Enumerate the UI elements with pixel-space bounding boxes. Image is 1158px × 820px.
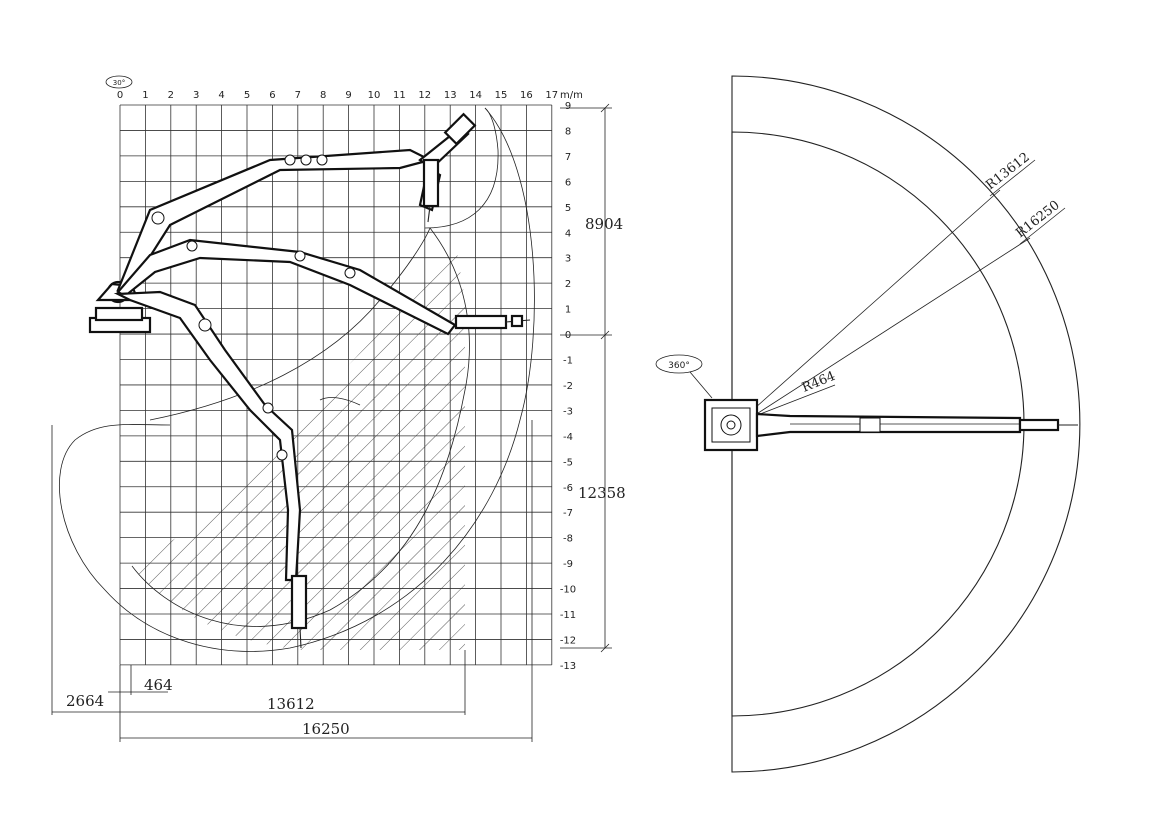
dim-height-above: 8904 [585, 215, 623, 233]
x-tick-label: 8 [320, 90, 326, 101]
outer-envelope-curve [58, 107, 535, 652]
boom-top [755, 412, 1078, 438]
y-tick-labels: 9 8 7 6 5 4 3 2 1 0 -1 -2 -3 -4 -5 -6 -7 -8 -9 -10 -11 -12 -13 [560, 101, 576, 672]
y-tick-label: 2 [565, 279, 571, 290]
rotation-badge-side [105, 75, 133, 89]
x-tick-label: 10 [368, 90, 381, 101]
x-tick-label: 6 [269, 90, 275, 101]
reach-zone-hatched [132, 240, 465, 650]
y-tick-label: 1 [565, 305, 571, 316]
rotation-badge-top [655, 354, 703, 374]
x-tick-label: 13 [444, 90, 457, 101]
upper-arc-curve [424, 107, 499, 229]
dim-2664: 2664 [66, 692, 104, 710]
dim-13612: 13612 [267, 695, 315, 713]
y-tick-label: -2 [563, 381, 573, 392]
y-tick-label: 8 [565, 126, 571, 137]
x-tick-label: 15 [495, 90, 508, 101]
y-tick-label: -5 [563, 457, 573, 468]
boom-horizontal [116, 238, 531, 336]
mid-arc-curve [149, 227, 431, 421]
vertical-dimensions [560, 103, 612, 653]
x-tick-label: 2 [168, 90, 174, 101]
x-unit-label: m/m [560, 90, 583, 101]
radius-r16250-line [754, 237, 1031, 416]
dim-464: 464 [144, 676, 173, 694]
y-tick-label: -12 [560, 635, 576, 646]
lower-small-curve [319, 397, 361, 406]
y-tick-label: 6 [565, 177, 571, 188]
y-tick-label: -10 [560, 585, 576, 596]
y-tick-label: 4 [565, 228, 571, 239]
x-tick-label: 14 [469, 90, 482, 101]
y-tick-label: 0 [565, 330, 571, 341]
top-view: R13612 R16250 R464 360° [655, 75, 1081, 773]
y-tick-label: -9 [563, 559, 573, 570]
x-tick-label: 7 [295, 90, 301, 101]
x-tick-label: 3 [193, 90, 199, 101]
boom-raised [116, 112, 477, 292]
outer-reach-arc [731, 75, 1081, 773]
y-tick-label: -6 [563, 483, 573, 494]
y-tick-label: -11 [560, 610, 576, 621]
boom-lowered [113, 290, 308, 649]
y-tick-label: 9 [565, 101, 571, 112]
rotation-badge-top-label: 360° [668, 361, 690, 371]
x-tick-label: 9 [345, 90, 351, 101]
y-tick-label: 5 [565, 203, 571, 214]
x-tick-label: 4 [218, 90, 224, 101]
y-tick-label: -13 [560, 661, 576, 672]
dim-depth-below: 12358 [578, 484, 626, 502]
x-tick-label: 17 [545, 90, 558, 101]
x-tick-label: 16 [520, 90, 533, 101]
x-tick-label: 12 [418, 90, 431, 101]
x-tick-label: 1 [142, 90, 148, 101]
y-tick-label: -8 [563, 534, 573, 545]
machine-base-top [703, 398, 759, 452]
y-tick-label: -7 [563, 508, 573, 519]
radius-r13612-label: R13612 [983, 150, 1033, 193]
radius-r13612-line [754, 189, 1001, 409]
y-tick-label: 3 [565, 254, 571, 265]
radius-r16250-label: R16250 [1013, 198, 1063, 241]
dim-16250: 16250 [302, 720, 350, 738]
horizontal-dimensions [51, 420, 533, 742]
y-tick-label: -1 [563, 356, 573, 367]
radius-r464-line [749, 384, 836, 419]
x-tick-label: 0 [117, 90, 123, 101]
y-tick-label: 7 [565, 152, 571, 163]
x-tick-label: 11 [393, 90, 406, 101]
rotation-badge-side-label: 30° [113, 79, 125, 87]
x-tick-label: 5 [244, 90, 250, 101]
y-tick-label: -3 [563, 406, 573, 417]
y-tick-label: -4 [563, 432, 573, 443]
